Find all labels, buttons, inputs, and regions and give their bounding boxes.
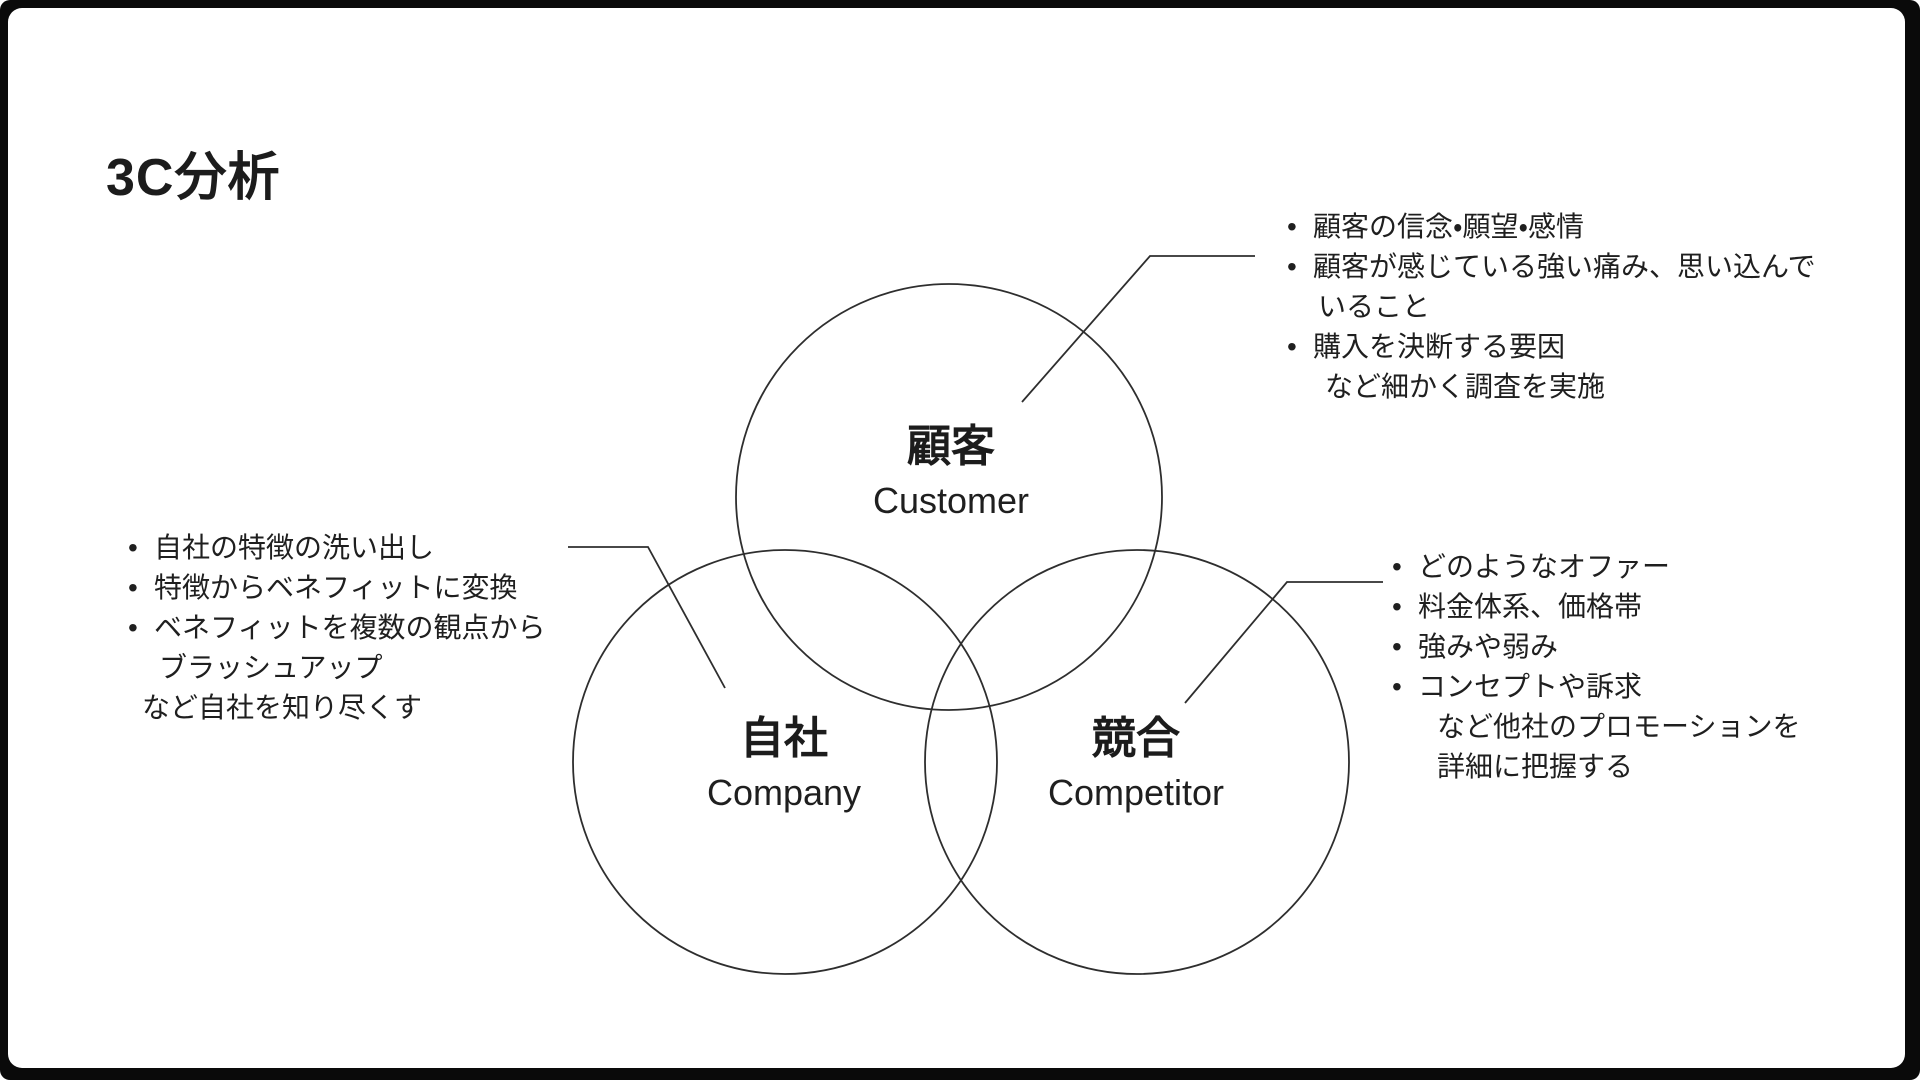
note-text: など自社を知り尽くす xyxy=(142,692,423,723)
note-text: いること xyxy=(1318,291,1431,322)
note-line: など細かく調査を実施 xyxy=(1287,367,1816,407)
competitor-circle xyxy=(924,549,1350,975)
customer-label-en: Customer xyxy=(872,480,1030,521)
slide-canvas xyxy=(8,8,1905,1068)
note-text: 顧客が感じている強い痛み、思い込んで xyxy=(1313,251,1816,282)
note-line: • 料金体系、価格帯 xyxy=(1392,587,1800,627)
note-line: ブラッシュアップ xyxy=(128,648,545,688)
bullet-dot: • xyxy=(1392,591,1402,622)
note-text: 強みや弱み xyxy=(1418,631,1559,662)
note-text: 特徴からベネフィットに変換 xyxy=(154,572,518,603)
note-line: • 自社の特徴の洗い出し xyxy=(128,528,545,568)
competitor-callout-line xyxy=(1184,581,1383,704)
note-line: 詳細に把握する xyxy=(1392,747,1800,787)
bullet-dot: • xyxy=(128,572,138,603)
note-line: • 顧客が感じている強い痛み、思い込んで xyxy=(1287,247,1816,287)
note-line: など自社を知り尽くす xyxy=(128,688,545,728)
note-text: 詳細に把握する xyxy=(1437,751,1634,782)
competitor-label-en: Competitor xyxy=(1047,772,1225,813)
customer-notes-list: • 顧客の信念・願望・感情 • 顧客が感じている強い痛み、思い込んでいること • 購入を決… xyxy=(1287,207,1816,407)
company-callout-line xyxy=(568,546,726,689)
bullet-dot: • xyxy=(1392,671,1402,702)
note-text: コンセプトや訴求 xyxy=(1418,671,1643,702)
customer-callout-line xyxy=(1021,255,1255,403)
bullet-dot: • xyxy=(128,612,138,643)
note-line: いること xyxy=(1287,287,1816,327)
note-line: • 特徴からベネフィットに変換 xyxy=(128,568,545,608)
note-line: • どのようなオファー xyxy=(1392,547,1800,587)
customer-circle xyxy=(735,283,1163,711)
competitor-notes-list: • どのようなオファー • 料金体系、価格帯 • 強みや弱み • コンセプトや訴求など他社のプ… xyxy=(1392,547,1800,787)
bullet-dot: • xyxy=(1287,331,1297,362)
note-text: 顧客の信念・願望・感情 xyxy=(1313,211,1585,242)
note-text: ブラッシュアップ xyxy=(159,652,383,683)
bullet-dot: • xyxy=(1392,631,1402,662)
note-text: など細かく調査を実施 xyxy=(1325,371,1606,402)
competitor-label: 競合 Competitor xyxy=(956,712,1316,816)
company-label: 自社 Company xyxy=(604,712,964,816)
note-line: • コンセプトや訴求 xyxy=(1392,667,1800,707)
note-text: など他社のプロモーションを xyxy=(1437,711,1801,742)
note-line: • 購入を決断する要因 xyxy=(1287,327,1816,367)
note-line: • 強みや弱み xyxy=(1392,627,1800,667)
note-text: 購入を決断する要因 xyxy=(1313,331,1566,362)
bullet-dot: • xyxy=(1392,551,1402,582)
bullet-dot: • xyxy=(1287,211,1297,242)
competitor-label-ja: 競合 xyxy=(1092,714,1180,763)
company-label-en: Company xyxy=(706,772,862,813)
note-line: • ベネフィットを複数の観点から xyxy=(128,608,545,648)
note-line: • 顧客の信念・願望・感情 xyxy=(1287,207,1816,247)
customer-label-ja: 顧客 xyxy=(907,422,995,471)
customer-label: 顧客 Customer xyxy=(771,420,1131,524)
note-text: 料金体系、価格帯 xyxy=(1418,591,1643,622)
company-label-ja: 自社 xyxy=(740,714,828,763)
note-text: 自社の特徴の洗い出し xyxy=(154,532,435,563)
note-line: など他社のプロモーションを xyxy=(1392,707,1800,747)
company-notes-list: • 自社の特徴の洗い出し • 特徴からベネフィットに変換 • ベネフィットを複数の観点から… xyxy=(128,528,545,728)
page-title: 3C分析 xyxy=(106,148,281,207)
bullet-dot: • xyxy=(128,532,138,563)
bullet-dot: • xyxy=(1287,251,1297,282)
note-text: どのようなオファー xyxy=(1418,551,1671,582)
company-circle xyxy=(572,549,998,975)
note-text: ベネフィットを複数の観点から xyxy=(154,612,546,643)
